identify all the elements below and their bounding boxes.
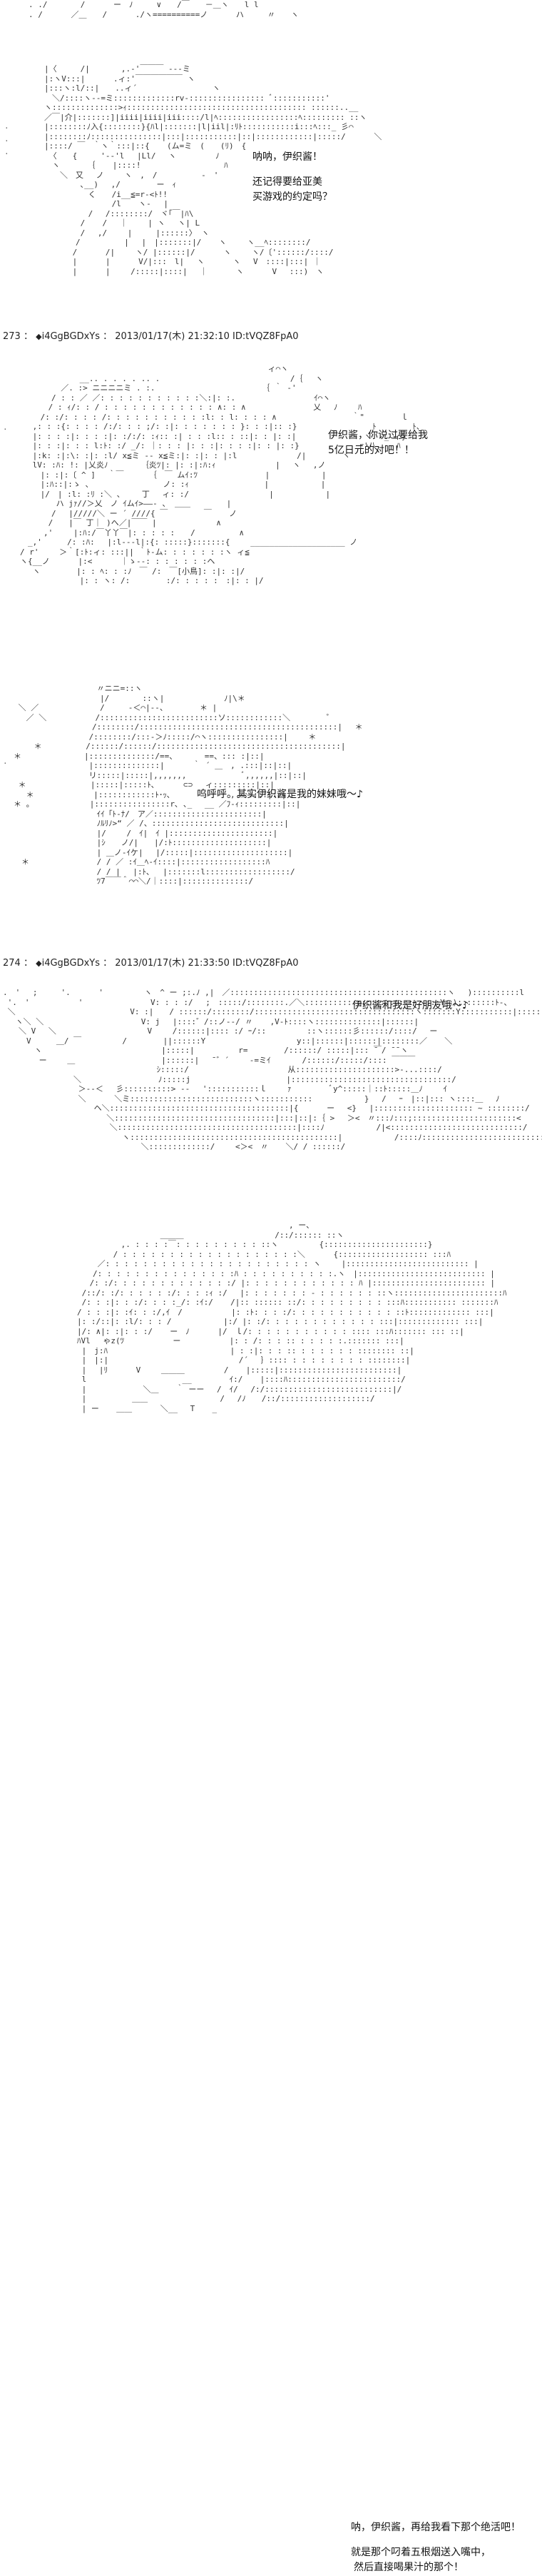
dialog-speech-4: 伊织酱和我是好朋友哦～♪ bbox=[352, 999, 469, 1014]
post-datetime: 2013/01/17(木) 21:32:10 bbox=[115, 331, 230, 342]
dialog-line: 呐，伊织酱，再给我看下那个绝活吧！ bbox=[351, 2522, 521, 2533]
post-header-273: 273 ： ◆i4GgBGDxYs ： 2013/01/17(木) 21:32:… bbox=[3, 331, 299, 342]
dialog-line: 买游戏的约定吗？ bbox=[252, 191, 332, 203]
post-trip: i4GgBGDxYs bbox=[41, 958, 100, 969]
ascii-art-top-fragment: . ./ / ー ﾉ ∨ /￣ －＿ヽ l l . / ／＿ / ./ヽ====… bbox=[29, 0, 299, 19]
post-datetime: 2013/01/17(木) 21:33:50 bbox=[115, 958, 230, 969]
dialog-speech-1: 呐呐，伊织酱！ 还记得要给亚美 买游戏的约定吗？ bbox=[252, 151, 332, 206]
margin-dots: . bbox=[3, 757, 8, 766]
trip-diamond-icon: ◆ bbox=[36, 959, 42, 968]
dialog-speech-5: 呐，伊织酱，再给我看下那个绝活吧！ 就是那个叼着五根烟送入嘴中， 然后直接喝果汁… bbox=[351, 2521, 521, 2576]
ascii-art-scene-1: |〈 /| ,.-'￣￣￣ ---ミ |:ヽV:::| .ィ:'￣￣￣￣￣￣ ヽ… bbox=[44, 64, 382, 276]
post-trip: i4GgBGDxYs bbox=[41, 331, 100, 342]
dialog-line: 就是那个叼着五根烟送入嘴中， bbox=[351, 2547, 491, 2558]
dialog-line: 伊织酱，你说过要给我 bbox=[328, 430, 428, 441]
ascii-art-scene-4: . ' ; '. ' ヽ ^ ー ;:.ﾉ ,| ／::::::::::::::… bbox=[3, 988, 542, 1151]
ascii-art-scene-3: 〃ニニ=::ヽ |/ ::ヽ| ﾉ|\＊ ＼ ／ / -＜⌒|‐-、 ＊ | ／… bbox=[13, 684, 363, 886]
dialog-speech-3: 呜呼呼。其实伊织酱是我的妹妹哦～♪ bbox=[197, 788, 363, 803]
trip-diamond-icon: ◆ bbox=[36, 332, 42, 341]
post-header-274: 274 ： ◆i4GgBGDxYs ： 2013/01/17(木) 21:33:… bbox=[3, 958, 299, 969]
post-number: 273 bbox=[3, 331, 21, 342]
dialog-line: 伊织酱和我是好朋友哦～♪ bbox=[352, 1000, 469, 1011]
ascii-art-scene-2: ィ⌒ヽ __.. . . . . .. . /｛ ヽ ／. :> ニニニニミ .… bbox=[20, 364, 424, 585]
dialog-line: 还记得要给亚美 bbox=[252, 176, 322, 188]
dialog-speech-2: 伊织酱，你说过要给我 5亿日元的对吧！！ bbox=[328, 429, 428, 459]
dialog-line: 5亿日元的对吧！！ bbox=[328, 445, 414, 456]
thread-page: . ./ / ー ﾉ ∨ /￣ －＿ヽ l l . / ／＿ / ./ヽ====… bbox=[3, 0, 542, 2573]
ascii-art-scene-5: , ー、 ＿＿＿ /::/:::::: ::ヽ ,. : : : :￣: : :… bbox=[61, 1221, 521, 2573]
post-id: ID:tVQZ8FpA0 bbox=[232, 958, 299, 969]
post-number: 274 bbox=[3, 958, 21, 969]
post-id: ID:tVQZ8FpA0 bbox=[232, 331, 299, 342]
dialog-line: 呜呼呼。其实伊织酱是我的妹妹哦～♪ bbox=[197, 789, 363, 800]
dialog-line: 然后直接喝果汁的那个！ bbox=[354, 2562, 464, 2573]
dialog-line: 呐呐，伊织酱！ bbox=[252, 151, 322, 163]
margin-dots: ... bbox=[4, 121, 9, 156]
margin-dots: . bbox=[3, 423, 8, 432]
